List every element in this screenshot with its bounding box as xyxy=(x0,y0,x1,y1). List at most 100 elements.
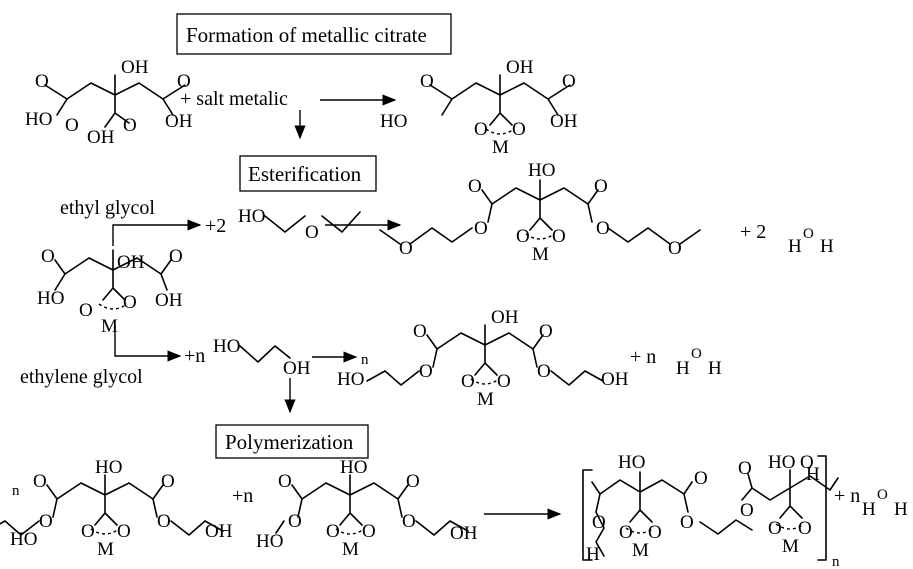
atom-label: H xyxy=(788,236,802,257)
atom-label: O xyxy=(512,119,526,140)
atom-label: OH xyxy=(165,111,193,132)
water: H O H xyxy=(788,226,834,257)
atom-label: H xyxy=(708,358,722,379)
plus-n-label: +n xyxy=(232,485,253,507)
atom-label: O xyxy=(596,218,610,239)
atom-label: O xyxy=(406,471,420,492)
atom-label: HO xyxy=(337,369,364,390)
plus-2-water-label: + 2 xyxy=(740,221,766,243)
atom-label: O xyxy=(413,321,427,342)
plus-n-water-label: + n xyxy=(630,346,656,368)
atom-label: O xyxy=(594,176,608,197)
metallic-citrate: OH O O HO OH O O M xyxy=(380,57,578,158)
atom-label: OH xyxy=(550,111,578,132)
atom-label: O xyxy=(619,522,633,543)
atom-label: O xyxy=(680,512,694,533)
atom-label: O xyxy=(79,300,93,321)
atom-label: HO xyxy=(95,457,122,478)
atom-label: O xyxy=(468,176,482,197)
atom-label: O xyxy=(738,458,752,479)
ethyl-glycol-label: ethyl glycol xyxy=(60,197,155,219)
bracket-right xyxy=(817,455,827,561)
atom-label: H xyxy=(676,358,690,379)
ethylene-glycol: HO OH xyxy=(213,336,311,379)
atom-label: O xyxy=(768,518,782,539)
metallic-citrate-intermediate: OH O O HO OH O O M xyxy=(37,246,183,337)
atom-label: O xyxy=(402,511,416,532)
atom-label: O xyxy=(326,521,340,542)
atom-label: O xyxy=(161,471,175,492)
atom-label: H xyxy=(806,464,820,485)
atom-label: O xyxy=(117,521,131,542)
arrow-ethyl-glycol xyxy=(112,219,202,246)
plus-n-water-label: + n xyxy=(834,485,860,507)
atom-label: O xyxy=(362,521,376,542)
atom-label: H xyxy=(820,236,834,257)
atom-label: O xyxy=(278,471,292,492)
atom-label: OH xyxy=(491,307,519,328)
metal-label: M xyxy=(477,389,494,410)
water: H O H xyxy=(862,487,908,520)
repeat-subscript-n: n xyxy=(832,554,840,569)
plus-n-label: +n xyxy=(184,345,205,367)
atom-label: O xyxy=(39,511,53,532)
atom-label: OH xyxy=(155,290,183,311)
atom-label: O xyxy=(803,226,814,242)
plus-2-label: +2 xyxy=(205,215,226,237)
coefficient-n: n xyxy=(361,352,369,368)
citrate-glycol-ester: OH O O O O HO OH O O M xyxy=(337,307,629,410)
atom-label: H xyxy=(894,499,908,520)
atom-label: O xyxy=(691,346,702,362)
atom-label: O xyxy=(539,321,553,342)
ethylene-glycol-label: ethylene glycol xyxy=(20,366,143,388)
atom-label: HO xyxy=(10,529,37,550)
atom-label: OH xyxy=(601,369,629,390)
atom-label: OH xyxy=(87,127,115,148)
atom-label: HO xyxy=(340,457,367,478)
atom-label: OH xyxy=(117,252,145,273)
atom-label: O xyxy=(798,518,812,539)
salt-metalic-label: + salt metalic xyxy=(180,88,288,110)
stage-title-formation: Formation of metallic citrate xyxy=(186,23,427,47)
atom-label: O xyxy=(420,71,434,92)
bracket-left xyxy=(582,469,593,561)
atom-label: HO xyxy=(238,206,265,227)
metal-label: M xyxy=(782,536,799,557)
atom-label: O xyxy=(562,71,576,92)
stage-title-polymerization: Polymerization xyxy=(225,430,354,454)
stage-box-esterification xyxy=(239,155,377,192)
citrate-glycol-ester-monomer: HO O O O O HO OH O O M xyxy=(256,457,478,560)
atom-label: HO xyxy=(37,288,64,309)
atom-label: O xyxy=(35,71,49,92)
ethoxyethanol: HO O xyxy=(238,206,361,243)
atom-label: O xyxy=(648,522,662,543)
atom-label: OH xyxy=(506,57,534,78)
atom-label: O xyxy=(123,292,137,313)
citrate-glycol-ester-monomer: HO O O O O HO OH O O M xyxy=(0,457,233,560)
atom-label: H xyxy=(862,499,876,520)
atom-label: HO xyxy=(380,111,407,132)
atom-label: O xyxy=(592,512,606,533)
metal-label: M xyxy=(97,539,114,560)
stage-box-formation xyxy=(176,13,452,55)
metal-label: M xyxy=(532,244,549,265)
atom-label: O xyxy=(419,361,433,382)
atom-label: O xyxy=(461,371,475,392)
stage-box-polymerization xyxy=(215,424,369,459)
atom-label: O xyxy=(123,115,137,136)
atom-label: O xyxy=(81,521,95,542)
atom-label: HO xyxy=(528,160,555,181)
atom-label: HO xyxy=(25,109,52,130)
atom-label: O xyxy=(305,222,319,243)
coefficient-n: n xyxy=(12,483,20,499)
arrow-ethylene-glycol xyxy=(114,325,182,362)
citrate-diester: HO O O O O O O O O M xyxy=(379,160,701,265)
atom-label: O xyxy=(537,361,551,382)
metal-label: M xyxy=(632,540,649,561)
atom-label: OH xyxy=(450,523,478,544)
polymer-repeat-unit: HO O O O O O M H O O HO O O O M H xyxy=(586,452,839,565)
atom-label: HO xyxy=(618,452,645,473)
atom-label: HO xyxy=(768,452,795,473)
atom-label: OH xyxy=(121,57,149,78)
